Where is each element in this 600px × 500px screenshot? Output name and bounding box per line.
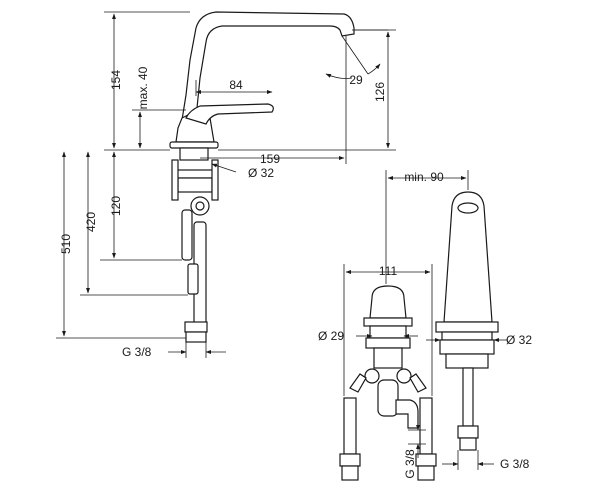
dim-510: 510 <box>56 151 186 339</box>
hose-connector <box>185 331 207 343</box>
valve-outlet <box>377 379 399 417</box>
spout-column <box>443 191 493 323</box>
dim-154: 154 <box>104 11 190 151</box>
dim-29-label: 29 <box>349 73 363 87</box>
dim-max40: max. 40 <box>132 66 186 149</box>
dim-dia32-right-label: Ø 32 <box>506 333 532 347</box>
dim-84: 84 <box>195 78 273 96</box>
dim-420-label: 420 <box>84 212 98 232</box>
hose-nut <box>184 321 208 333</box>
dim-420: 420 <box>80 151 188 296</box>
spout-connector <box>459 437 477 451</box>
dim-154-label: 154 <box>109 70 123 90</box>
mounting-plate <box>177 177 213 193</box>
dim-g38-right: G 3/8 <box>442 450 530 471</box>
base-flange <box>169 141 219 149</box>
shank-top <box>179 147 209 161</box>
spout-nut <box>439 339 495 355</box>
valve-hose-left <box>343 397 357 455</box>
spout-base <box>435 321 499 333</box>
valve-flange <box>363 317 413 327</box>
spout-front-view <box>435 191 499 451</box>
dim-min90: min. 90 <box>385 170 469 284</box>
dim-dia32-right: Ø 32 <box>426 333 532 347</box>
valve-elbow <box>395 399 419 429</box>
valve-hose-right <box>419 397 433 455</box>
dim-84-label: 84 <box>229 78 243 92</box>
dim-120: 120 <box>100 151 182 261</box>
valve-nut <box>365 337 411 349</box>
dim-g38-vertical-label: G 3/8 <box>403 449 417 479</box>
valve-handle <box>369 285 407 319</box>
spout-outlet <box>457 202 479 214</box>
hose-left <box>181 209 193 261</box>
mounting-nut <box>173 169 217 179</box>
dim-dia29: Ø 29 <box>318 329 418 343</box>
dim-dia32-top-label: Ø 32 <box>248 166 274 180</box>
dim-159: 159 <box>200 36 347 166</box>
dim-dia29-label: Ø 29 <box>318 329 344 343</box>
lever-handle <box>185 103 274 125</box>
valve-front-view <box>339 285 437 481</box>
dim-min90-label: min. 90 <box>404 170 444 184</box>
dim-120-label: 120 <box>109 196 123 216</box>
dim-dia32-top: Ø 32 <box>211 163 274 180</box>
dim-111: 111 <box>343 264 433 396</box>
dim-126: 126 <box>218 29 396 151</box>
dim-g38-vertical: G 3/8 <box>403 416 426 479</box>
dim-510-label: 510 <box>59 234 73 254</box>
dim-29-angle: 29 <box>325 29 388 87</box>
dim-126-label: 126 <box>373 82 387 102</box>
dim-max40-label: max. 40 <box>136 66 150 109</box>
threaded-rod-right <box>211 159 219 201</box>
dim-g38-right-label: G 3/8 <box>500 457 530 471</box>
spout-supply-tube <box>462 367 474 427</box>
dim-g38-left-label: G 3/8 <box>122 345 152 359</box>
dim-111-label: 111 <box>379 264 398 278</box>
dim-g38-left: G 3/8 <box>122 342 226 359</box>
threaded-rod-left <box>171 159 179 201</box>
dim-159-label: 159 <box>260 152 280 166</box>
faucet-side-view <box>169 11 355 343</box>
